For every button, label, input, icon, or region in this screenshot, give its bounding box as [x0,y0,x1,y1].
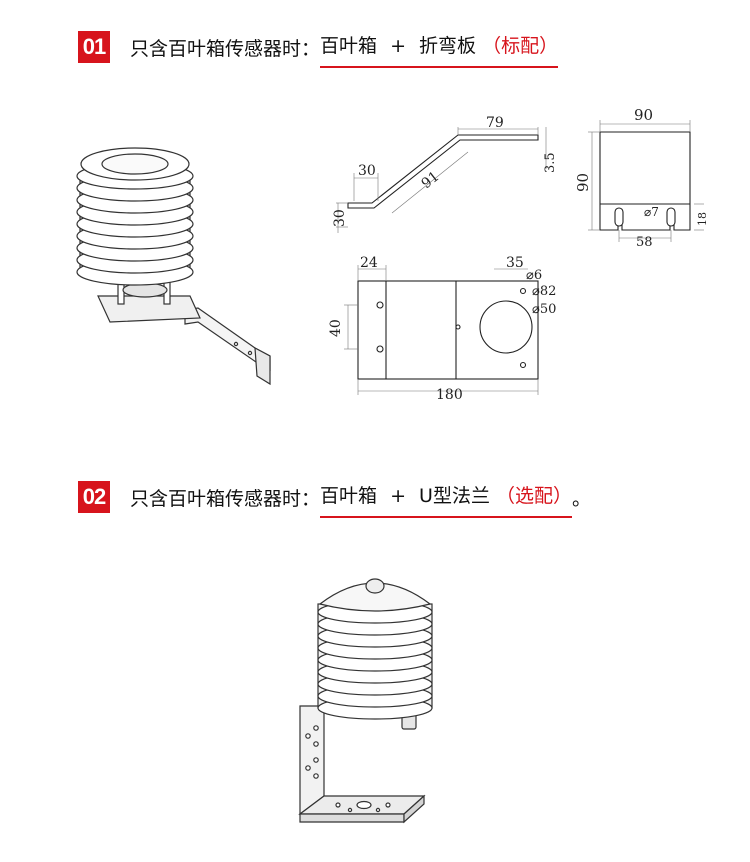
dim-u-58: 58 [636,235,653,250]
bent-plate-top-drawing: 24 35 ⌀6 ⌀82 ⌀50 40 180 [328,255,556,403]
section1-note: （标配） [482,34,559,57]
section1-heading: 01 只含百叶箱传感器时： 百叶箱 + 折弯板 （标配） [78,29,559,68]
dim-plate-180: 180 [436,387,463,403]
dim-u-90-width: 90 [634,106,653,124]
dim-plate-hole-6: ⌀6 [526,268,542,283]
section2-item-a: 百叶箱 [320,484,378,507]
dim-bent-30-vertical: 30 [332,209,348,227]
bent-plate-side-drawing: 30 30 91 79 3.5 [332,115,558,233]
section2-underlined: 百叶箱 + U型法兰 （选配） [320,481,573,518]
section1-number-badge: 01 [78,31,110,63]
section2-note: （选配） [496,484,573,507]
dim-u-hole: ⌀7 [644,205,659,219]
dim-plate-24: 24 [360,255,378,271]
section2-plus: + [390,484,406,507]
section2-heading: 02 只含百叶箱传感器时： 百叶箱 + U型法兰 （选配） 。 [78,479,592,518]
dim-u-90-height: 90 [574,173,592,192]
section1-item-a: 百叶箱 [320,34,378,57]
louver-box-with-u-flange-illustration [298,578,433,824]
section2-label: 只含百叶箱传感器时： [130,487,321,510]
section1-label: 只含百叶箱传感器时： [130,37,321,60]
dim-plate-35: 35 [506,255,524,271]
section2-item-b: U型法兰 [419,484,490,507]
u-flange-front-drawing: 90 90 ⌀7 58 18 [574,106,709,250]
section1-plus: + [390,34,406,57]
dim-plate-40: 40 [328,319,344,337]
louver-box-with-bent-plate-illustration [76,147,271,386]
section1-item-b: 折弯板 [419,34,477,57]
dim-bent-79: 79 [486,115,504,131]
section2-end-mark: 。 [572,487,592,510]
dim-bent-3-5: 3.5 [543,152,558,173]
dim-plate-50: ⌀50 [532,302,556,317]
dim-u-18: 18 [696,212,709,226]
section1-underlined: 百叶箱 + 折弯板 （标配） [320,31,559,68]
section2-number-badge: 02 [78,481,110,513]
dim-plate-82: ⌀82 [532,284,556,299]
dim-bent-30-horizontal: 30 [358,163,376,179]
